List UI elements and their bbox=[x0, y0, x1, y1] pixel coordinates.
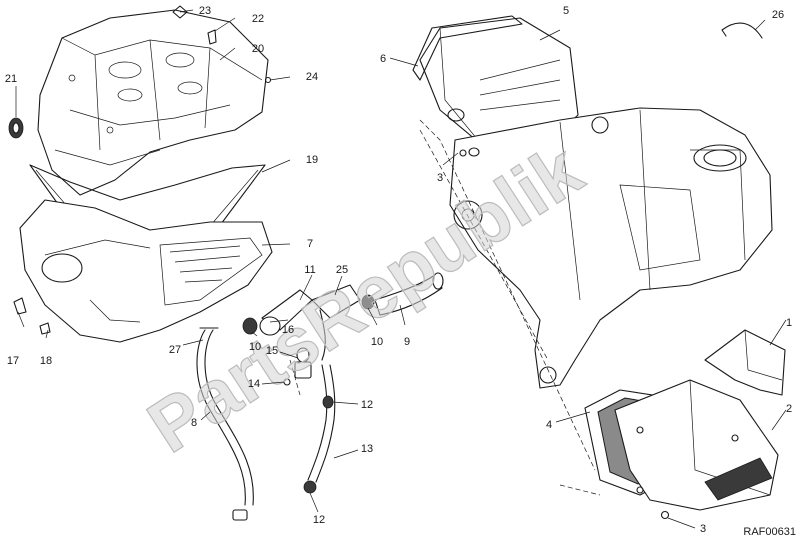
leader-lines bbox=[15, 9, 787, 529]
airbox-lower-body bbox=[19, 199, 273, 343]
callout-23: 23 bbox=[199, 5, 211, 17]
callout-5: 5 bbox=[563, 5, 569, 17]
callout-17: 17 bbox=[7, 355, 19, 367]
intake-duct-5 bbox=[419, 17, 579, 151]
callout-10-right: 10 bbox=[371, 336, 383, 348]
callout-27: 27 bbox=[169, 344, 181, 356]
hose-9 bbox=[374, 272, 444, 316]
housing-2 bbox=[614, 379, 779, 511]
seal-6 bbox=[412, 15, 523, 81]
callout-13: 13 bbox=[361, 443, 373, 455]
callouts: 23 22 20 21 24 19 7 17 18 6 5 26 3 11 25… bbox=[5, 5, 792, 535]
callout-4: 4 bbox=[546, 419, 552, 431]
callout-10-left: 10 bbox=[249, 341, 261, 353]
clamps-10 bbox=[242, 294, 375, 335]
callout-12-lower: 12 bbox=[313, 514, 325, 526]
callout-19: 19 bbox=[306, 154, 318, 166]
callout-26: 26 bbox=[772, 9, 784, 21]
callout-24: 24 bbox=[306, 71, 318, 83]
clip-17-18 bbox=[13, 297, 51, 335]
cover-1 bbox=[704, 329, 786, 396]
breather-hose-8 bbox=[196, 327, 254, 521]
screw-3-upper bbox=[459, 147, 480, 157]
callout-1: 1 bbox=[786, 317, 792, 329]
callout-8: 8 bbox=[191, 417, 197, 429]
fittings-14-15 bbox=[283, 347, 312, 386]
callout-2: 2 bbox=[786, 403, 792, 415]
callout-18: 18 bbox=[40, 355, 52, 367]
frame bbox=[449, 107, 773, 389]
callout-25: 25 bbox=[336, 264, 348, 276]
callout-21: 21 bbox=[5, 73, 17, 85]
airbox-upper-cover bbox=[37, 9, 269, 196]
screw-3-lower bbox=[660, 510, 670, 520]
callout-20: 20 bbox=[252, 43, 264, 55]
callout-3-lower: 3 bbox=[700, 523, 706, 535]
callout-14: 14 bbox=[248, 378, 260, 390]
grommet-21 bbox=[8, 117, 24, 139]
hose-13-with-clips-12 bbox=[303, 364, 336, 494]
callout-16: 16 bbox=[282, 324, 294, 336]
callout-7: 7 bbox=[307, 238, 313, 250]
callout-22: 22 bbox=[252, 13, 264, 25]
callout-11: 11 bbox=[304, 264, 315, 276]
callout-12-upper: 12 bbox=[361, 399, 373, 411]
callout-6: 6 bbox=[380, 53, 386, 65]
callout-9: 9 bbox=[404, 336, 410, 348]
clip-26 bbox=[721, 22, 763, 39]
callout-15: 15 bbox=[266, 345, 278, 357]
callout-3-upper: 3 bbox=[437, 172, 443, 184]
assembly-lines bbox=[289, 119, 601, 496]
reference-code: RAF00631 bbox=[743, 526, 796, 538]
